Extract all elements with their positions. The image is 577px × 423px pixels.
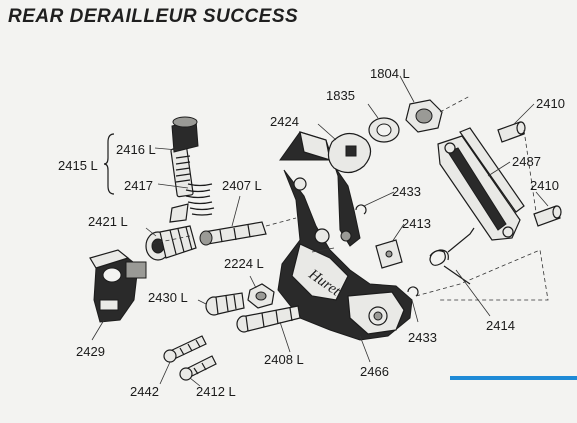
part-2410-spacer-bottom (533, 205, 562, 227)
label-2224: 2224 L (224, 256, 264, 271)
part-2408-bolt (236, 305, 301, 333)
accent-rule (450, 376, 577, 380)
label-2430: 2430 L (148, 290, 188, 305)
part-2421-hollow-bolt (145, 225, 197, 261)
label-1835: 1835 (326, 88, 355, 103)
part-1835-washer (368, 117, 400, 143)
part-2412-screw (179, 355, 217, 381)
part-2466-main-body: Huret (277, 131, 413, 341)
part-2487-cage-plate (437, 127, 525, 241)
part-2433-circlip-upper (355, 204, 367, 215)
part-2417-spring (185, 183, 215, 216)
part-2407-pivot-pin (199, 221, 267, 246)
label-2416: 2416 L (116, 142, 156, 157)
part-1804-nut (405, 99, 443, 133)
label-2407: 2407 L (222, 178, 262, 193)
label-2408: 2408 L (264, 352, 304, 367)
leader-lines (91, 75, 549, 387)
construction-lines (149, 95, 549, 301)
label-2433-lower: 2433 (408, 330, 437, 345)
label-2417: 2417 (124, 178, 153, 193)
label-1804: 1804 L (370, 66, 410, 81)
part-2416-cap-screw (169, 116, 199, 223)
diagram-title: REAR DERAILLEUR SUCCESS (8, 6, 299, 27)
part-2442-screw (163, 335, 207, 363)
group-bracket-2415 (103, 133, 115, 195)
label-2414: 2414 (486, 318, 515, 333)
part-labels: 2415 L 2416 L 2417 2421 L 2429 2430 L 24… (58, 66, 565, 399)
label-2487: 2487 (512, 154, 541, 169)
part-2430-screw (205, 292, 245, 316)
part-2424-cam-plate (327, 132, 372, 174)
label-2412: 2412 L (196, 384, 236, 399)
label-2433-upper: 2433 (392, 184, 421, 199)
label-2410-top: 2410 (536, 96, 565, 111)
part-2429-bracket (89, 249, 147, 323)
label-2410-bottom: 2410 (530, 178, 559, 193)
part-2414-spring (429, 227, 475, 285)
label-2442: 2442 (130, 384, 159, 399)
part-2224-nut (247, 283, 275, 309)
label-2424: 2424 (270, 114, 299, 129)
label-2421: 2421 L (88, 214, 128, 229)
part-2410-spacer-top (497, 121, 526, 143)
label-2413: 2413 (402, 216, 431, 231)
part-2413-plate (375, 239, 403, 269)
label-2429: 2429 (76, 344, 105, 359)
label-2466: 2466 (360, 364, 389, 379)
part-2433-circlip-lower (407, 286, 419, 297)
label-2415: 2415 L (58, 158, 98, 173)
